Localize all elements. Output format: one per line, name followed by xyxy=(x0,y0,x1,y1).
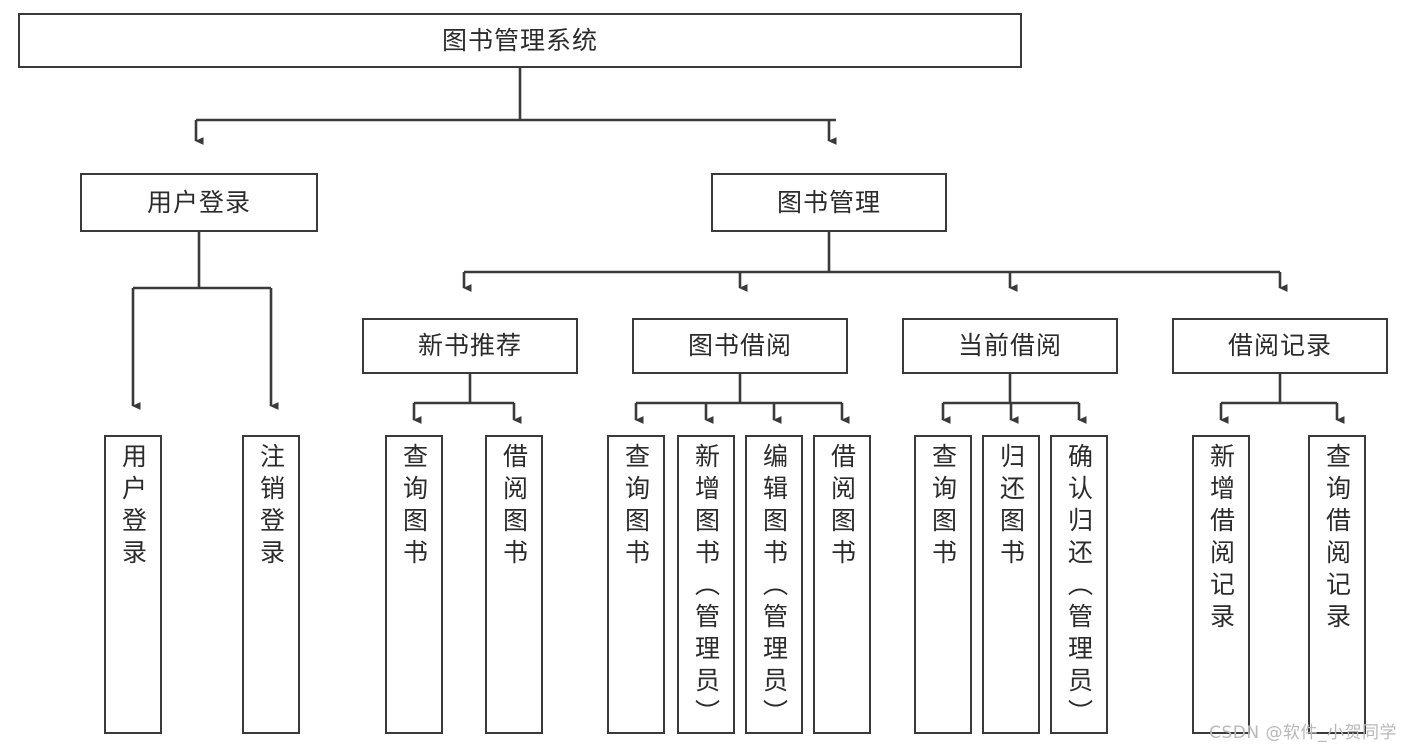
node-label: 用户登录 xyxy=(118,443,148,571)
leaf-user-login-login[interactable]: 用户登录 xyxy=(104,435,162,734)
node-label: 注销登录 xyxy=(256,443,286,571)
node-label: 查询图书 xyxy=(399,443,429,571)
node-label: 当前借阅 xyxy=(957,331,1062,361)
node-label: 图书管理系统 xyxy=(441,25,598,55)
node-label: 新书推荐 xyxy=(417,331,522,361)
node-label: 用户登录 xyxy=(146,187,251,217)
leaf-borrow-edit-book[interactable]: 编辑图书（管理员） xyxy=(745,435,803,734)
leaf-new-book-query[interactable]: 查询图书 xyxy=(385,435,443,734)
csdn-watermark: CSDN @软件_小贺同学 xyxy=(1209,723,1397,743)
node-borrow-records[interactable]: 借阅记录 xyxy=(1172,318,1388,374)
leaf-current-return-book[interactable]: 归还图书 xyxy=(982,435,1040,734)
node-label: 借阅记录 xyxy=(1227,331,1332,361)
leaf-borrow-add-book[interactable]: 新增图书（管理员） xyxy=(677,435,735,734)
node-label: 确认归还（管理员） xyxy=(1064,443,1094,731)
node-label: 图书借阅 xyxy=(687,331,792,361)
leaf-records-query-record[interactable]: 查询借阅记录 xyxy=(1308,435,1366,734)
leaf-new-book-borrow[interactable]: 借阅图书 xyxy=(485,435,543,734)
node-root-system[interactable]: 图书管理系统 xyxy=(18,13,1022,68)
leaf-user-login-logout[interactable]: 注销登录 xyxy=(242,435,300,734)
node-book-management[interactable]: 图书管理 xyxy=(711,173,947,232)
leaf-borrow-query-book[interactable]: 查询图书 xyxy=(607,435,665,734)
node-label: 新增借阅记录 xyxy=(1206,443,1236,635)
leaf-borrow-borrow-book[interactable]: 借阅图书 xyxy=(813,435,871,734)
leaf-current-confirm-return[interactable]: 确认归还（管理员） xyxy=(1050,435,1108,734)
node-label: 图书管理 xyxy=(776,187,881,217)
node-label: 归还图书 xyxy=(996,443,1026,571)
node-book-borrow[interactable]: 图书借阅 xyxy=(632,318,848,374)
node-label: 查询借阅记录 xyxy=(1322,443,1352,635)
node-label: 编辑图书（管理员） xyxy=(759,443,789,731)
node-new-book-recommendation[interactable]: 新书推荐 xyxy=(362,318,578,374)
node-label: 借阅图书 xyxy=(499,443,529,571)
node-user-login[interactable]: 用户登录 xyxy=(80,173,318,232)
leaf-current-query-book[interactable]: 查询图书 xyxy=(914,435,972,734)
node-label: 查询图书 xyxy=(928,443,958,571)
node-label: 查询图书 xyxy=(621,443,651,571)
node-label: 新增图书（管理员） xyxy=(691,443,721,731)
node-current-borrow[interactable]: 当前借阅 xyxy=(902,318,1118,374)
leaf-records-add-record[interactable]: 新增借阅记录 xyxy=(1192,435,1250,734)
node-label: 借阅图书 xyxy=(827,443,857,571)
